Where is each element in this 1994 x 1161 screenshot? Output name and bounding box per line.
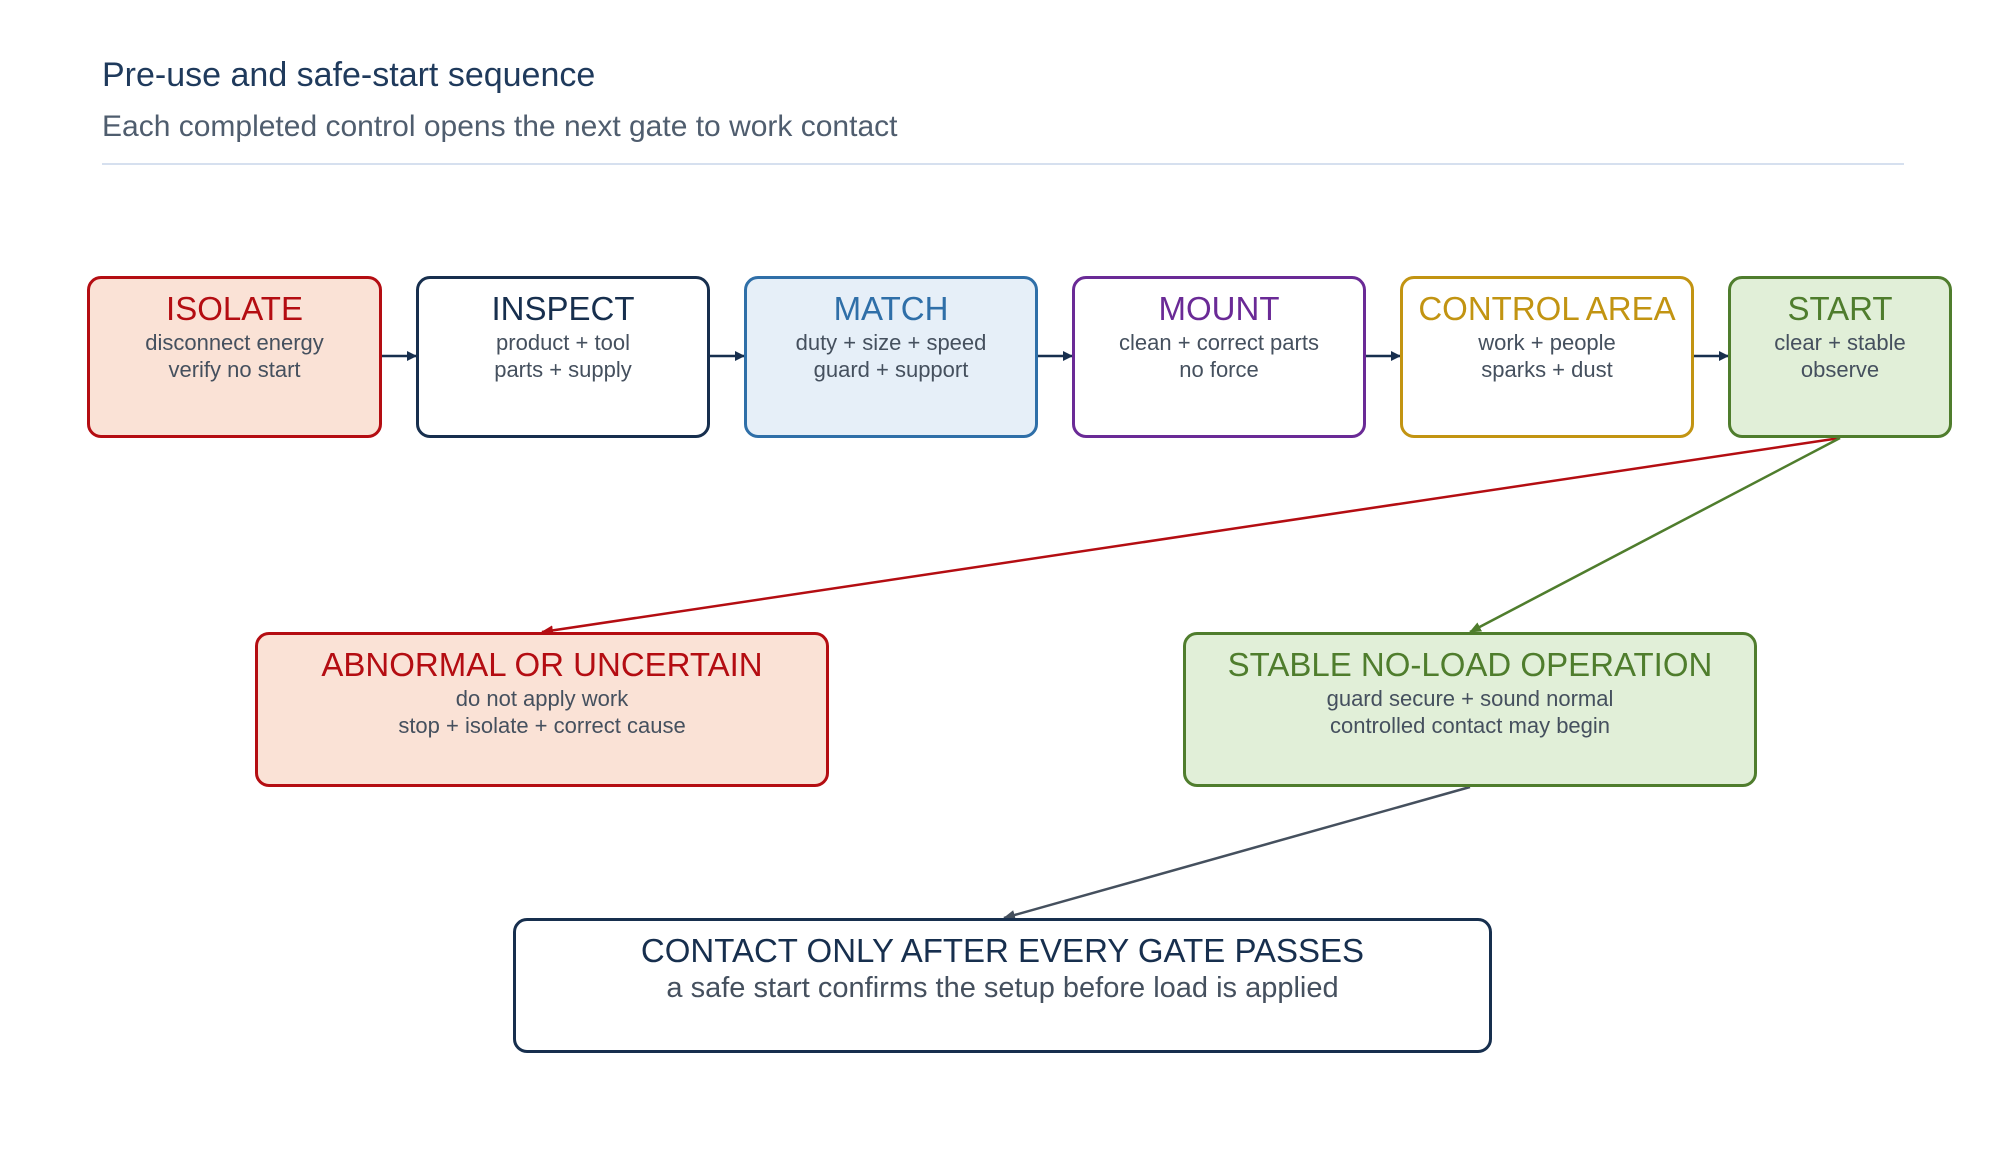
outcome-stable-title: STABLE NO-LOAD OPERATION [1227, 646, 1713, 683]
header-divider [102, 163, 1904, 165]
outcome-abnormal-line-2: stop + isolate + correct cause [398, 713, 686, 738]
step-isolate-line-2: verify no start [168, 357, 301, 382]
step-inspect: INSPECT product + tool parts + supply [416, 276, 710, 438]
diagram-subtitle: Each completed control opens the next ga… [102, 110, 898, 143]
step-inspect-line-1: product + tool [496, 330, 630, 355]
step-match-line-2: guard + support [813, 357, 969, 382]
step-control-area-title: CONTROL AREA [1418, 290, 1676, 327]
step-start-line-1: clear + stable [1774, 330, 1906, 355]
arrow-start-to-abnormal [541, 436, 1841, 636]
step-isolate-title: ISOLATE [166, 290, 303, 327]
step-match-line-1: duty + size + speed [795, 330, 987, 355]
step-control-area-line-2: sparks + dust [1481, 357, 1613, 382]
final-contact-line: a safe start confirms the setup before l… [666, 972, 1339, 1004]
step-mount-title: MOUNT [1158, 290, 1280, 327]
step-start: START clear + stable observe [1728, 276, 1952, 438]
outcome-abnormal: ABNORMAL OR UNCERTAIN do not apply work … [255, 632, 829, 787]
step-control-area: CONTROL AREA work + people sparks + dust [1400, 276, 1694, 438]
step-start-title: START [1787, 290, 1893, 327]
step-mount-line-1: clean + correct parts [1119, 330, 1319, 355]
step-isolate: ISOLATE disconnect energy verify no star… [87, 276, 382, 438]
diagram-title: Pre-use and safe-start sequence [102, 56, 596, 94]
outcome-stable: STABLE NO-LOAD OPERATION guard secure + … [1183, 632, 1757, 787]
outcome-stable-line-1: guard secure + sound normal [1326, 686, 1614, 711]
outcome-abnormal-line-1: do not apply work [455, 686, 629, 711]
step-inspect-line-2: parts + supply [494, 357, 632, 382]
final-contact-gate: CONTACT ONLY AFTER EVERY GATE PASSES a s… [513, 918, 1492, 1053]
arrow-stable-to-contact [1003, 785, 1471, 920]
arrow-start-to-stable [1469, 436, 1841, 634]
final-contact-title: CONTACT ONLY AFTER EVERY GATE PASSES [640, 932, 1365, 969]
step-mount-line-2: no force [1179, 357, 1259, 382]
step-inspect-title: INSPECT [491, 290, 635, 327]
step-match-title: MATCH [833, 290, 949, 327]
outcome-stable-line-2: controlled contact may begin [1329, 713, 1611, 738]
step-match: MATCH duty + size + speed guard + suppor… [744, 276, 1038, 438]
step-control-area-line-1: work + people [1478, 330, 1616, 355]
step-mount: MOUNT clean + correct parts no force [1072, 276, 1366, 438]
outcome-abnormal-title: ABNORMAL OR UNCERTAIN [321, 646, 763, 683]
step-start-line-2: observe [1800, 357, 1880, 382]
step-isolate-line-1: disconnect energy [145, 330, 324, 355]
